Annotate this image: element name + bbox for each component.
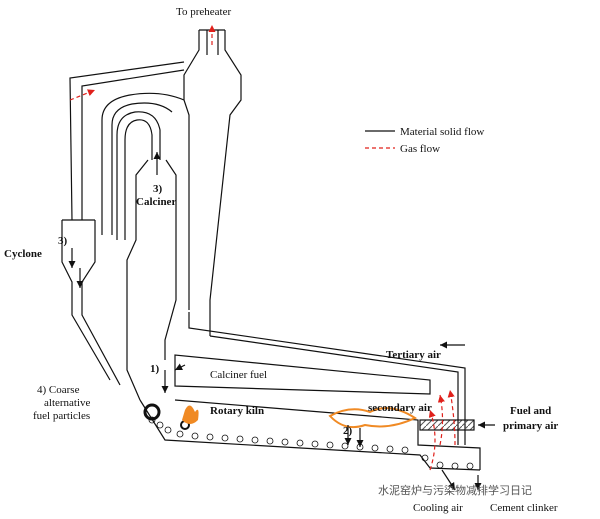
label-cyclone: Cyclone xyxy=(4,248,42,260)
label-to-preheater: To preheater xyxy=(176,6,232,18)
label-secondary-air: secondary air xyxy=(368,402,432,414)
legend-gas-label: Gas flow xyxy=(400,143,441,155)
clinker-particles xyxy=(148,416,474,470)
label-fuel-primary-line1: Fuel and xyxy=(510,405,552,417)
label-calciner-fuel: Calciner fuel xyxy=(210,369,268,381)
riser-duct xyxy=(183,29,242,336)
label-cement-clinker: Cement clinker xyxy=(490,502,558,514)
label-rotary-kiln: Rotary kiln xyxy=(210,405,265,417)
burner-flame xyxy=(328,407,418,429)
label-step3-cyclone: 3) xyxy=(58,235,68,247)
label-step1: 1) xyxy=(150,363,160,375)
label-fuel-primary-line2: primary air xyxy=(503,420,559,432)
label-calciner: Calciner xyxy=(136,196,177,208)
legend-material-label: Material solid flow xyxy=(400,126,485,138)
watermark: 水泥窑炉与污染物减排学习日记 xyxy=(378,484,532,497)
label-step4-line3: fuel particles xyxy=(33,410,91,422)
label-tertiary-air: Tertiary air xyxy=(386,349,441,361)
flame-icon xyxy=(182,405,199,424)
label-step4-line2: alternative xyxy=(44,397,91,409)
label-cooling-air: Cooling air xyxy=(413,502,463,514)
label-step4-line1: 4) Coarse xyxy=(37,384,80,396)
coarse-fuel-particle xyxy=(143,403,161,421)
label-step3-calciner: 3) xyxy=(153,183,163,195)
label-step2: 2) xyxy=(343,425,353,437)
calciner-loop xyxy=(101,92,185,401)
